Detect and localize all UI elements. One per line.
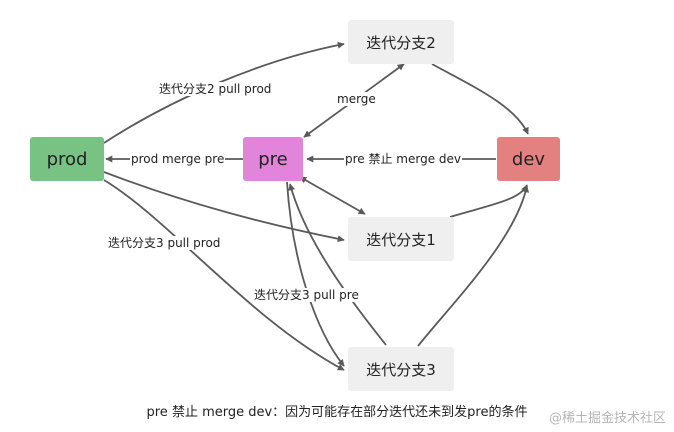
node-dev-label: dev [511, 148, 546, 170]
edge-iter1-to-dev [449, 184, 528, 218]
edge-prod-to-iter3 [103, 179, 345, 371]
node-iter3-label: 迭代分支3 [366, 360, 436, 379]
node-pre: pre [243, 137, 303, 181]
edge-iter3-to-dev [417, 185, 530, 347]
edge-iter3-to-pre [288, 183, 387, 346]
node-pre-label: pre [258, 148, 288, 170]
node-dev: dev [497, 137, 560, 181]
node-iter1-label: 迭代分支1 [366, 230, 436, 249]
node-iter3: 迭代分支3 [348, 347, 454, 391]
node-iter1: 迭代分支1 [348, 217, 454, 261]
node-iter2: 迭代分支2 [348, 20, 454, 64]
edge-iter2-to-dev [431, 63, 529, 135]
edge-label-merge: merge [336, 92, 377, 106]
node-prod-label: prod [46, 148, 88, 170]
edge-prod-to-iter1 [103, 171, 345, 243]
edge-pre-iter1 [299, 176, 366, 215]
edge-label-iter2-pull-prod: 迭代分支2 pull prod [158, 82, 273, 96]
edge-label-iter3-pull-prod: 迭代分支3 pull prod [107, 236, 222, 250]
node-iter2-label: 迭代分支2 [366, 33, 436, 52]
watermark: @稀土掘金技术社区 [548, 411, 666, 426]
diagram-caption: pre 禁止 merge dev：因为可能存在部分迭代还未到发pre的条件 [146, 405, 528, 420]
node-prod: prod [30, 137, 104, 181]
edge-label-prod-merge-pre: prod merge pre [130, 152, 226, 166]
edge-label-pre-no-merge-dev: pre 禁止 merge dev [344, 152, 463, 166]
edge-label-iter3-pull-pre: 迭代分支3 pull pre [253, 288, 360, 302]
